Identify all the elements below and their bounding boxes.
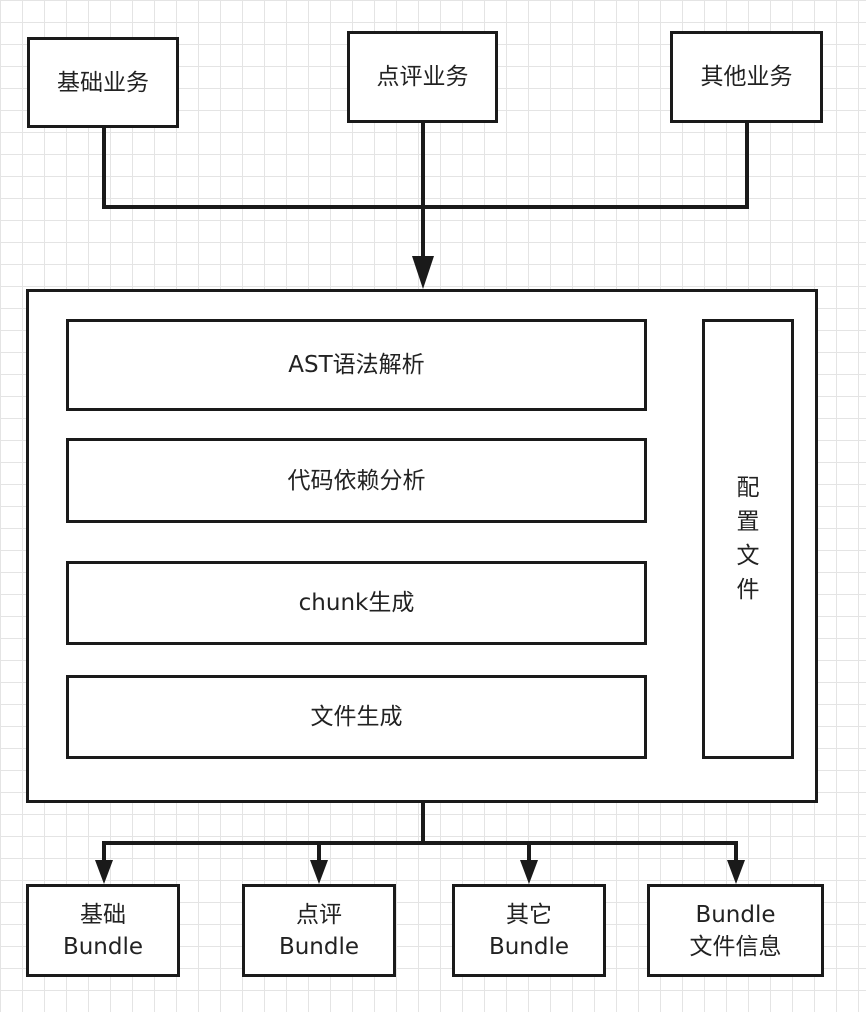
output-review-line2: Bundle <box>278 933 360 960</box>
arrowhead-out-other <box>520 860 538 884</box>
config-char-3: 文 <box>736 543 760 569</box>
arrowhead-out-review <box>310 860 328 884</box>
config-char-2: 置 <box>736 509 760 535</box>
output-info-line1: Bundle <box>695 901 776 928</box>
step-file-generation-label: 文件生成 <box>310 704 403 730</box>
output-review-line1: 点评 <box>296 901 342 928</box>
config-file-box: 配 置 文 件 <box>702 319 794 759</box>
output-info-line2: 文件信息 <box>689 933 782 960</box>
step-ast-parse: AST语法解析 <box>66 319 647 411</box>
input-review-label: 点评业务 <box>376 64 469 90</box>
output-bundle-info: Bundle 文件信息 <box>647 884 824 977</box>
output-basic-line2: Bundle <box>62 933 144 960</box>
output-other-bundle: 其它 Bundle <box>452 884 606 977</box>
arrowhead-main <box>412 256 434 289</box>
input-basic-label: 基础业务 <box>57 69 149 96</box>
input-basic-business: 基础业务 <box>27 37 179 128</box>
input-review-business: 点评业务 <box>347 31 498 123</box>
step-ast-parse-label: AST语法解析 <box>288 352 425 378</box>
step-chunk-generation-label: chunk生成 <box>298 590 415 616</box>
input-other-business: 其他业务 <box>670 31 823 123</box>
config-char-4: 件 <box>736 577 760 603</box>
output-basic-bundle: 基础 Bundle <box>26 884 180 977</box>
output-other-line1: 其它 <box>506 901 552 928</box>
config-char-1: 配 <box>736 475 760 501</box>
output-other-line2: Bundle <box>488 933 570 960</box>
arrowhead-out-info <box>727 860 745 884</box>
step-dependency-analysis-label: 代码依赖分析 <box>287 467 426 494</box>
step-file-generation: 文件生成 <box>66 675 647 759</box>
output-basic-line1: 基础 <box>80 901 126 928</box>
step-chunk-generation: chunk生成 <box>66 561 647 645</box>
arrowhead-out-basic <box>95 860 113 884</box>
step-dependency-analysis: 代码依赖分析 <box>66 438 647 523</box>
input-other-label: 其他业务 <box>700 64 793 90</box>
output-review-bundle: 点评 Bundle <box>242 884 396 977</box>
